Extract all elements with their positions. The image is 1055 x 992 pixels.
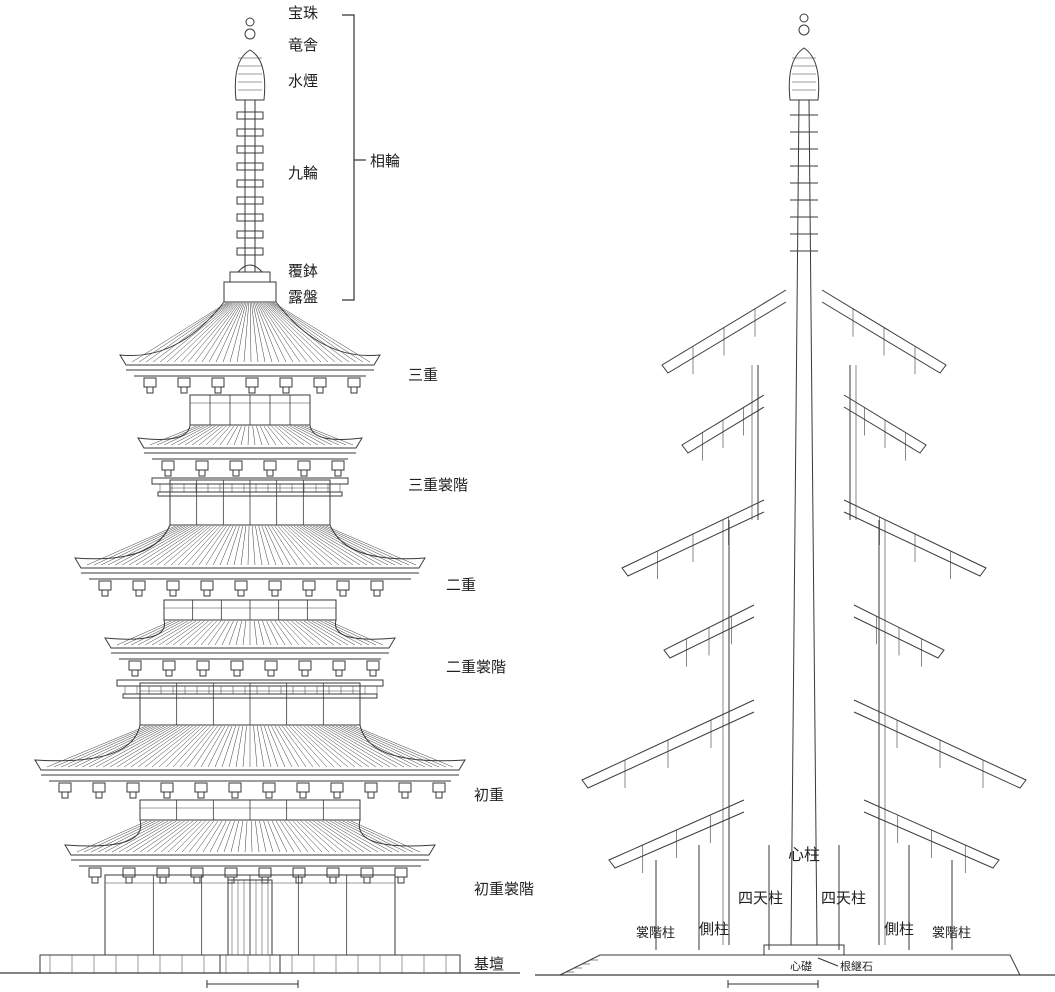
label-second-mokoshi: 二重裳階	[446, 658, 507, 676]
label-mokoshi-pillar-left: 裳階柱	[636, 926, 676, 941]
label-sorin: 相輪	[370, 152, 401, 170]
label-side-pillar-left: 側柱	[699, 920, 730, 938]
label-hoju: 宝珠	[288, 4, 319, 22]
label-fukubachi: 覆鉢	[288, 262, 319, 280]
spire-bracket	[342, 14, 366, 301]
label-joint-stone: 根継石	[840, 960, 873, 973]
foundation-leader	[817, 957, 839, 967]
label-third-mokoshi: 三重裳階	[408, 476, 469, 494]
label-foundation-stone: 心礎	[790, 960, 812, 973]
label-ryusha: 竜舎	[288, 36, 319, 54]
label-roban: 露盤	[288, 288, 319, 306]
label-first-mokoshi: 初重裳階	[474, 880, 535, 898]
label-suien: 水煙	[288, 72, 319, 90]
label-first-story: 初重	[474, 786, 505, 804]
label-third-story: 三重	[408, 366, 439, 384]
pagoda-elevation	[0, 17, 520, 974]
pagoda-section	[535, 13, 1055, 976]
label-mokoshi-pillar-right: 裳階柱	[932, 926, 972, 941]
label-four-pillar-left: 四天柱	[738, 889, 784, 907]
label-second-story: 二重	[446, 576, 477, 594]
label-kidan: 基壇	[474, 955, 505, 973]
scale-bars	[206, 980, 819, 988]
label-central-pillar: 心柱	[788, 845, 821, 864]
label-side-pillar-right: 側柱	[884, 920, 915, 938]
label-kurin: 九輪	[288, 164, 319, 182]
label-four-pillar-right: 四天柱	[821, 889, 867, 907]
